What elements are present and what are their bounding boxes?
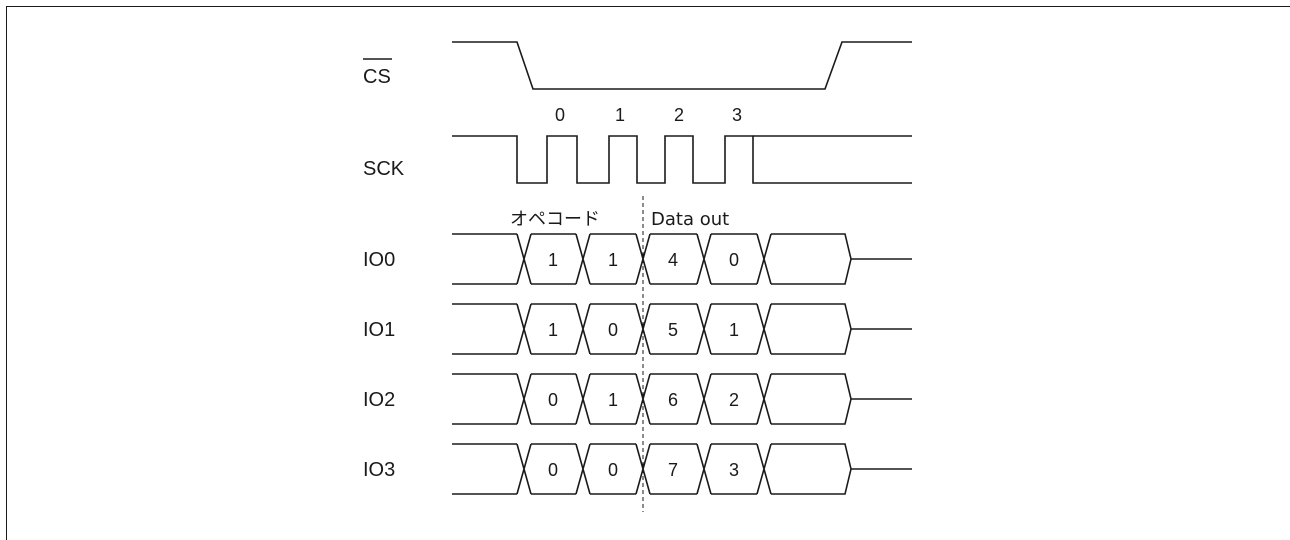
sck-label: SCK	[363, 158, 405, 180]
io3-value-1: 0	[608, 460, 618, 480]
io3-value-3: 3	[729, 460, 739, 480]
io2-waveform	[452, 373, 912, 425]
cs-waveform	[452, 41, 912, 90]
io0-value-3: 0	[729, 250, 739, 270]
clock-number-1: 1	[615, 105, 625, 125]
opcode-annotation: オペコード	[510, 209, 600, 230]
io1-value-3: 1	[729, 320, 739, 340]
io2-value-2: 6	[668, 390, 678, 410]
clock-number-3: 3	[732, 105, 742, 125]
clock-number-0: 0	[555, 105, 565, 125]
io1-value-0: 1	[548, 320, 558, 340]
io3-value-0: 0	[548, 460, 558, 480]
io0-waveform	[452, 233, 912, 285]
io3-waveform	[452, 443, 912, 495]
io0-value-1: 1	[608, 250, 618, 270]
io0-value-2: 4	[668, 250, 678, 270]
io3-label: IO3	[363, 459, 395, 481]
io1-waveform	[452, 303, 912, 355]
io3-value-2: 7	[668, 460, 678, 480]
diagram-frame	[6, 6, 1290, 540]
io2-value-0: 0	[548, 390, 558, 410]
cs-label: CS	[363, 66, 391, 88]
sck-waveform	[452, 135, 912, 184]
io2-value-3: 2	[729, 390, 739, 410]
io1-label: IO1	[363, 319, 395, 341]
io1-value-1: 0	[608, 320, 618, 340]
io1-value-2: 5	[668, 320, 678, 340]
io2-label: IO2	[363, 389, 395, 411]
io0-value-0: 1	[548, 250, 558, 270]
clock-number-2: 2	[674, 105, 684, 125]
data-out-annotation: Data out	[651, 209, 729, 230]
io0-label: IO0	[363, 249, 395, 271]
io2-value-1: 1	[608, 390, 618, 410]
